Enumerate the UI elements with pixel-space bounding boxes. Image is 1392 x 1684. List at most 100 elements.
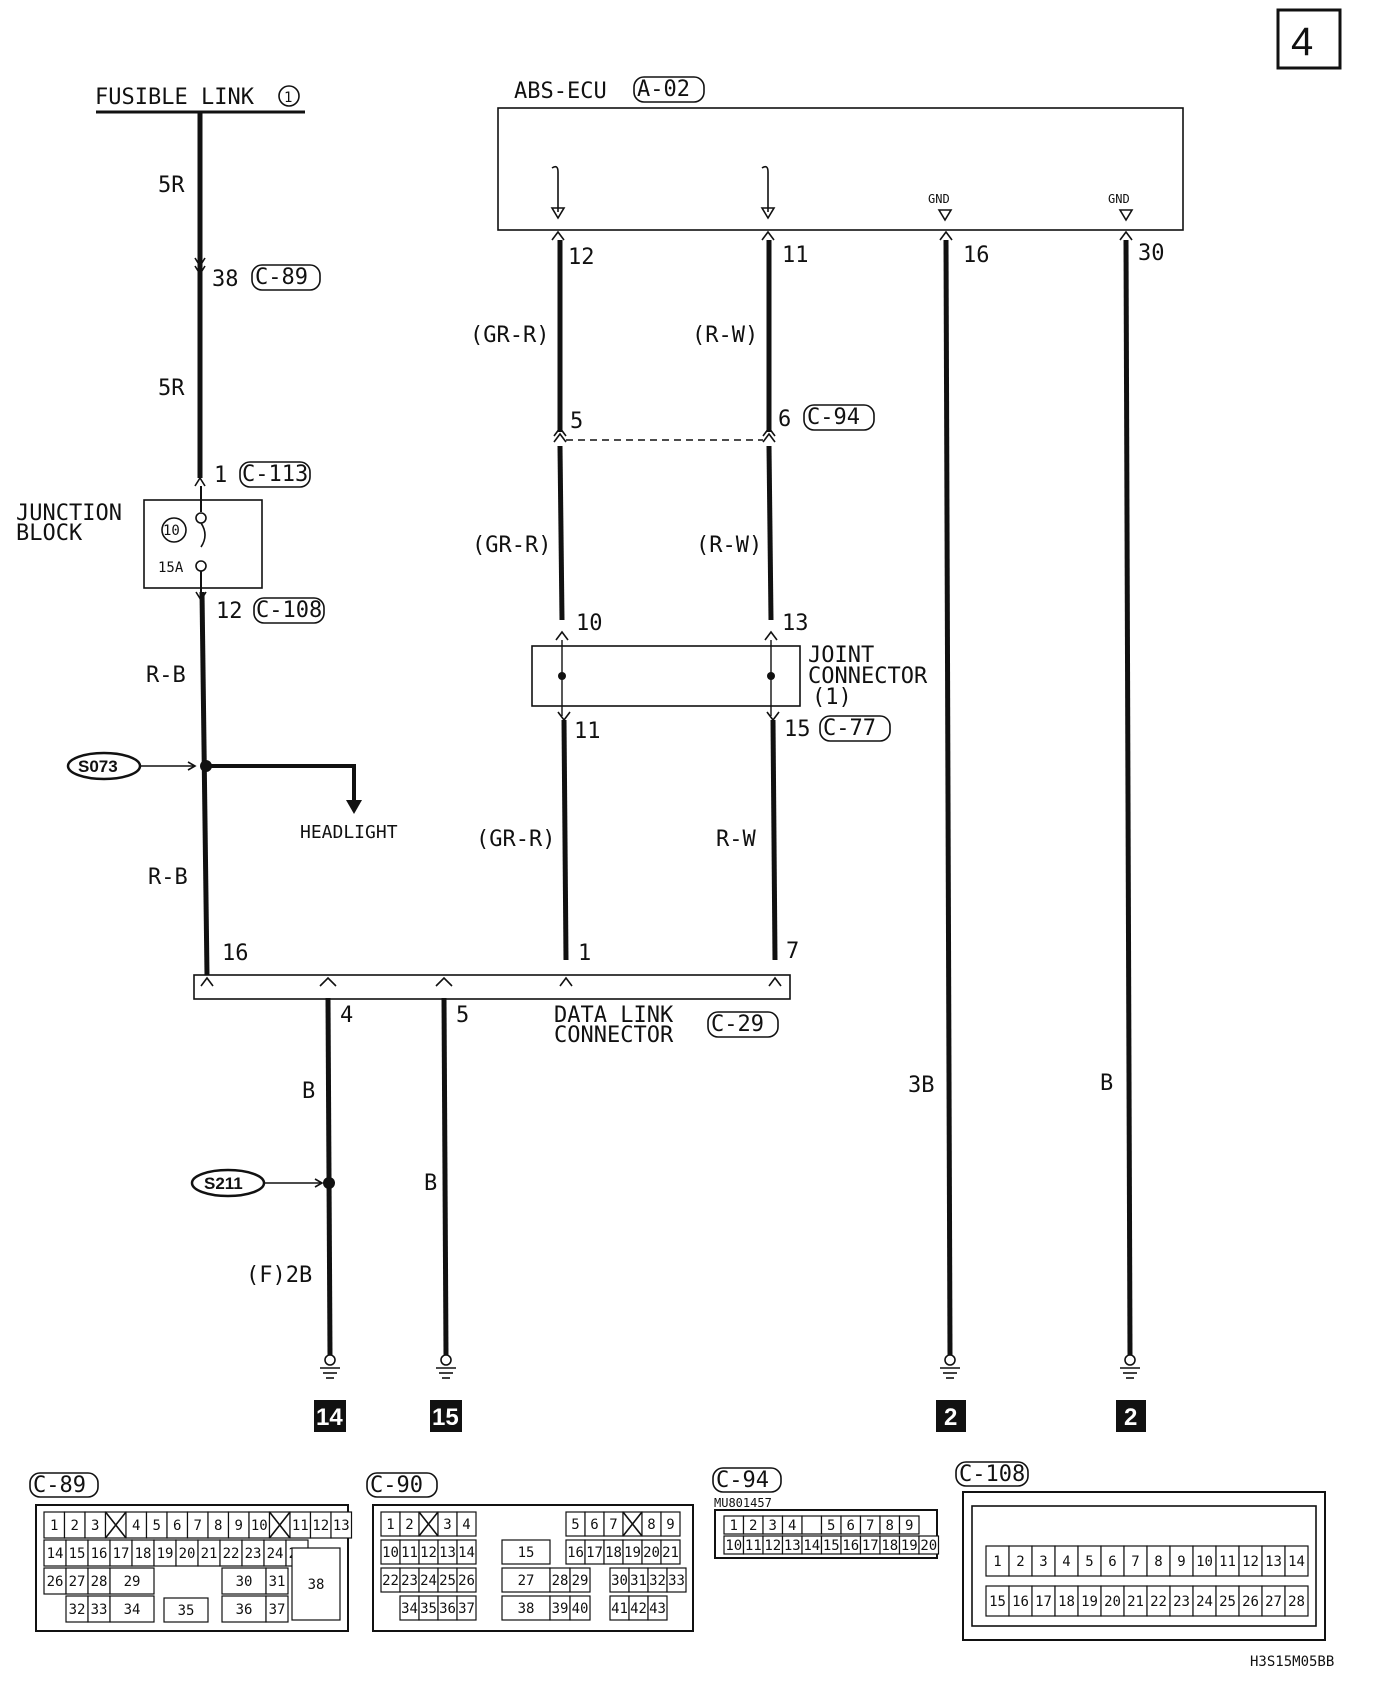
ground-15: 15: [430, 1354, 462, 1432]
c89-pin: 4: [132, 1518, 140, 1534]
fusible-link-number: 1: [284, 90, 292, 106]
c108-pin: 4: [1062, 1554, 1070, 1570]
wire-b-1: B: [302, 1079, 315, 1104]
c90-pin: 24: [420, 1573, 437, 1589]
junction-label-1: JUNCTION: [16, 501, 122, 526]
c90-pin: 2: [405, 1517, 413, 1533]
c108-pin: 7: [1131, 1554, 1139, 1570]
gnd-label-2: GND: [1108, 192, 1130, 206]
junction-block: [143, 499, 263, 589]
document-code: H3S15M05BB: [1250, 1654, 1334, 1670]
c89-cell: [265, 1567, 289, 1595]
c89-pin: 27: [69, 1574, 86, 1590]
c108-pin: 27: [1265, 1594, 1282, 1610]
c90-pin: 13: [439, 1545, 456, 1561]
c108-cell: [1284, 1585, 1309, 1617]
c89-pin: 38: [308, 1577, 325, 1593]
splice-s073-label: S073: [78, 757, 118, 776]
c89-cell: [109, 1595, 155, 1623]
c90-pin: 5: [571, 1517, 579, 1533]
junction-label-2: BLOCK: [16, 521, 83, 546]
jc-pin-10: 10: [576, 611, 603, 636]
middle-wires: (GR-R) (R-W) 5 6 C-94 (GR-R) (R-W) 10 13…: [470, 240, 928, 966]
c108-pin: 5: [1085, 1554, 1093, 1570]
c94-pin: 2: [749, 1518, 757, 1534]
c108-pin: 28: [1288, 1594, 1305, 1610]
c89-pin: 32: [69, 1602, 86, 1618]
dlc-pin-1: 1: [578, 941, 591, 966]
wire-grr-3: (GR-R): [476, 827, 555, 852]
jc-label-2: CONNECTOR: [808, 664, 928, 689]
c89-pin: 23: [245, 1546, 262, 1562]
c108-pin: 20: [1104, 1594, 1121, 1610]
fuse-number: 10: [163, 523, 180, 539]
c94-pin: 15: [823, 1538, 840, 1554]
c90-pin: 35: [420, 1601, 437, 1617]
c108-pin: 22: [1150, 1594, 1167, 1610]
c108-pin: 3: [1039, 1554, 1047, 1570]
c108-pin: 12: [216, 599, 243, 624]
fusible-link-label: FUSIBLE LINK: [95, 85, 255, 110]
c89-pin: 7: [194, 1518, 202, 1534]
c90-cell: [456, 1539, 477, 1565]
c113-pin: 1: [214, 463, 227, 488]
gnd-label-1: GND: [928, 192, 950, 206]
c90-pin: 34: [401, 1601, 418, 1617]
c113-code: C-113: [242, 462, 308, 487]
c90-pin: 18: [605, 1545, 622, 1561]
c94-pin: 19: [901, 1538, 918, 1554]
c90-pin: 19: [624, 1545, 641, 1561]
c89-pin: 8: [214, 1518, 222, 1534]
c108-pin: 17: [1035, 1594, 1052, 1610]
c90-pin: 23: [401, 1573, 418, 1589]
c90-pin: 36: [439, 1601, 456, 1617]
ground-2-b: 2: [1116, 1354, 1146, 1432]
c90-cell: [501, 1567, 551, 1593]
c90-pin: 1: [386, 1517, 394, 1533]
jc-pin-15: 15: [784, 717, 811, 742]
c90-pin: 28: [552, 1573, 569, 1589]
c94-pin: 10: [725, 1538, 742, 1554]
c94-pin: 20: [920, 1538, 937, 1554]
fusible-link: FUSIBLE LINK 1: [95, 85, 305, 114]
c94-part-number: MU801457: [714, 1496, 772, 1510]
left-wire: 5R 38 C-89 5R 1 C-113 JUNCTION BLOCK 10 …: [16, 112, 398, 976]
c89-blank: [104, 1511, 127, 1539]
abs-ecu-box: [497, 107, 1184, 231]
wire-b-4: B: [1100, 1071, 1113, 1096]
c94-pin-5: 5: [570, 409, 583, 434]
c108-pin: 11: [1219, 1554, 1236, 1570]
wire-rw-2: (R-W): [696, 533, 762, 558]
jc-pin-11: 11: [574, 719, 601, 744]
page-number: 4: [1291, 20, 1313, 64]
c94-pin: 11: [745, 1538, 762, 1554]
ground-14: 14: [314, 1354, 346, 1432]
wire-color-rb-1: R-B: [146, 663, 186, 688]
c94-pin: 18: [881, 1538, 898, 1554]
c89-pin: 37: [269, 1602, 286, 1618]
wire-b-2: B: [424, 1171, 437, 1196]
c90-pin: 42: [630, 1601, 647, 1617]
c94-pin: 14: [803, 1538, 820, 1554]
c89-pin: 12: [312, 1518, 329, 1534]
c89-cell: [221, 1567, 267, 1595]
c89-pin: 30: [236, 1574, 253, 1590]
page-number-box: [1276, 8, 1342, 70]
c89-cell: [291, 1547, 341, 1621]
c108-pin: 12: [1242, 1554, 1259, 1570]
c90-pin: 9: [666, 1517, 674, 1533]
dlc-pin-7: 7: [786, 939, 799, 964]
abs-ecu-code: A-02: [637, 77, 690, 102]
c89-pin: 11: [292, 1518, 309, 1534]
wire-rw-1: (R-W): [692, 323, 758, 348]
c89-code: C-89: [255, 265, 308, 290]
c108-pin: 26: [1242, 1594, 1259, 1610]
c90-pin: 4: [462, 1517, 470, 1533]
c94-pin: 13: [784, 1538, 801, 1554]
wire-color-5r-mid: 5R: [158, 376, 185, 401]
c89-cell: [109, 1567, 155, 1595]
abs-ecu: ABS-ECU A-02 GND GND 12 11 16 30: [497, 76, 1184, 270]
c89-pin: 19: [157, 1546, 174, 1562]
c89-cell: [265, 1595, 289, 1623]
